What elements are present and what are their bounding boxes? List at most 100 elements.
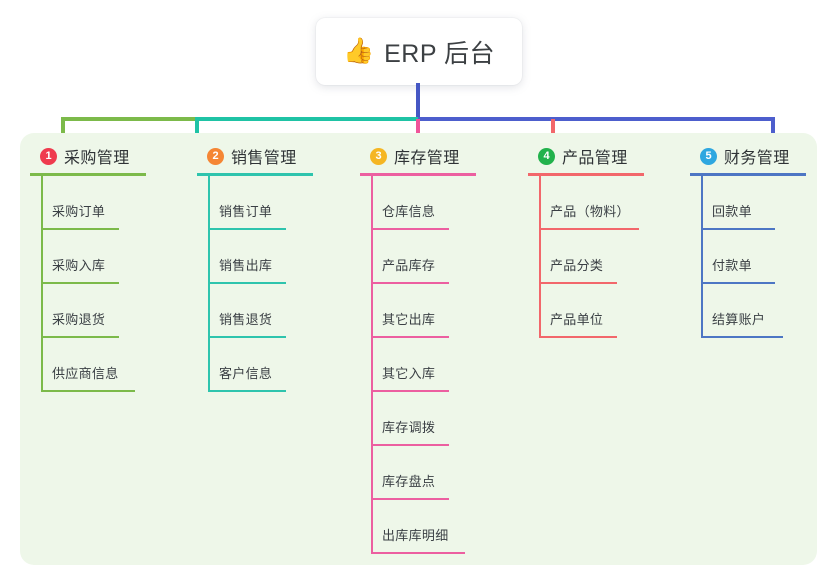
leaf-label: 产品分类 bbox=[550, 258, 604, 273]
leaf-item[interactable]: 其它入库 bbox=[360, 338, 476, 392]
branch-trunk-purchase-management bbox=[41, 176, 43, 392]
leaf-item[interactable]: 客户信息 bbox=[197, 338, 313, 392]
leaf-item[interactable]: 库存调拨 bbox=[360, 392, 476, 446]
thumbs-up-icon: 👍 bbox=[342, 37, 375, 65]
column-title-sales-management: 销售管理 bbox=[231, 150, 297, 167]
leaf-label: 仓库信息 bbox=[382, 204, 436, 219]
leaf-item[interactable]: 销售退货 bbox=[197, 284, 313, 338]
leaf-item[interactable]: 销售出库 bbox=[197, 230, 313, 284]
leaf-item[interactable]: 产品单位 bbox=[528, 284, 644, 338]
column-header-product-management[interactable]: 4 产品管理 bbox=[528, 143, 644, 169]
leaf-item[interactable]: 采购订单 bbox=[30, 176, 146, 230]
leaf-label: 产品库存 bbox=[382, 258, 436, 273]
branch-trunk-inventory-management bbox=[371, 176, 373, 554]
column-finance-management: 5 财务管理回款单付款单结算账户 bbox=[690, 143, 806, 338]
column-inventory-management: 3 库存管理仓库信息产品库存其它出库其它入库库存调拨库存盘点出库库明细 bbox=[360, 143, 476, 554]
branch-panel bbox=[20, 133, 817, 565]
leaf-item[interactable]: 产品分类 bbox=[528, 230, 644, 284]
leaf-rule bbox=[41, 228, 119, 230]
leaf-rule bbox=[371, 228, 449, 230]
leaf-label: 供应商信息 bbox=[52, 366, 119, 381]
leaf-rule bbox=[539, 336, 617, 338]
column-rule-finance-management bbox=[690, 173, 806, 176]
drop-product bbox=[551, 119, 555, 144]
leaf-rule bbox=[371, 390, 449, 392]
leaf-rule bbox=[371, 282, 449, 284]
leaf-rule bbox=[701, 282, 775, 284]
leaf-rule bbox=[208, 390, 286, 392]
leaf-rule bbox=[701, 336, 783, 338]
leaf-label: 出库库明细 bbox=[382, 528, 449, 543]
branch-purchase-management: 采购订单采购入库采购退货供应商信息 bbox=[30, 176, 146, 392]
leaf-label: 产品单位 bbox=[550, 312, 604, 327]
column-badge-inventory-management: 3 bbox=[370, 147, 387, 165]
leaf-item[interactable]: 仓库信息 bbox=[360, 176, 476, 230]
leaf-item[interactable]: 其它出库 bbox=[360, 284, 476, 338]
column-rule-inventory-management bbox=[360, 173, 476, 176]
leaf-rule bbox=[539, 228, 639, 230]
leaf-rule bbox=[208, 228, 286, 230]
drop-finance bbox=[771, 119, 775, 144]
column-title-finance-management: 财务管理 bbox=[724, 150, 790, 167]
branch-inventory-management: 仓库信息产品库存其它出库其它入库库存调拨库存盘点出库库明细 bbox=[360, 176, 476, 554]
leaf-item[interactable]: 产品（物料） bbox=[528, 176, 644, 230]
leaf-label: 采购退货 bbox=[52, 312, 106, 327]
segment-green bbox=[61, 117, 195, 121]
leaf-item[interactable]: 销售订单 bbox=[197, 176, 313, 230]
column-badge-finance-management: 5 bbox=[700, 147, 717, 165]
drop-sales bbox=[195, 119, 199, 144]
leaf-rule bbox=[539, 282, 617, 284]
column-title-purchase-management: 采购管理 bbox=[64, 150, 130, 167]
column-header-sales-management[interactable]: 2 销售管理 bbox=[197, 143, 313, 169]
segment-teal bbox=[195, 117, 418, 121]
column-rule-product-management bbox=[528, 173, 644, 176]
leaf-item[interactable]: 产品库存 bbox=[360, 230, 476, 284]
leaf-rule bbox=[41, 390, 135, 392]
column-title-inventory-management: 库存管理 bbox=[394, 150, 460, 167]
column-header-inventory-management[interactable]: 3 库存管理 bbox=[360, 143, 476, 169]
column-purchase-management: 1 采购管理采购订单采购入库采购退货供应商信息 bbox=[30, 143, 146, 392]
drop-purchase bbox=[61, 119, 65, 144]
column-badge-purchase-management: 1 bbox=[40, 147, 57, 165]
leaf-item[interactable]: 采购退货 bbox=[30, 284, 146, 338]
leaf-item[interactable]: 库存盘点 bbox=[360, 446, 476, 500]
column-header-finance-management[interactable]: 5 财务管理 bbox=[690, 143, 806, 169]
leaf-label: 其它入库 bbox=[382, 366, 436, 381]
leaf-label: 产品（物料） bbox=[550, 204, 630, 219]
root-node-card[interactable]: 👍 ERP 后台 bbox=[316, 18, 522, 85]
leaf-item[interactable]: 出库库明细 bbox=[360, 500, 476, 554]
leaf-label: 采购入库 bbox=[52, 258, 106, 273]
leaf-label: 客户信息 bbox=[219, 366, 273, 381]
column-badge-product-management: 4 bbox=[538, 147, 555, 165]
branch-sales-management: 销售订单销售出库销售退货客户信息 bbox=[197, 176, 313, 392]
leaf-item[interactable]: 采购入库 bbox=[30, 230, 146, 284]
column-product-management: 4 产品管理产品（物料） 产品分类产品单位 bbox=[528, 143, 644, 338]
leaf-label: 采购订单 bbox=[52, 204, 106, 219]
column-badge-sales-management: 2 bbox=[207, 147, 224, 165]
leaf-rule bbox=[41, 282, 119, 284]
leaf-rule bbox=[371, 444, 449, 446]
leaf-item[interactable]: 结算账户 bbox=[690, 284, 806, 338]
leaf-label: 销售订单 bbox=[219, 204, 273, 219]
drop-inventory bbox=[416, 119, 420, 144]
leaf-item[interactable]: 付款单 bbox=[690, 230, 806, 284]
leaf-label: 库存盘点 bbox=[382, 474, 436, 489]
root-stem-upper bbox=[416, 83, 420, 121]
leaf-label: 结算账户 bbox=[712, 312, 766, 327]
branch-product-management: 产品（物料） 产品分类产品单位 bbox=[528, 176, 644, 338]
leaf-rule bbox=[208, 336, 286, 338]
column-title-product-management: 产品管理 bbox=[562, 150, 628, 167]
leaf-item[interactable]: 回款单 bbox=[690, 176, 806, 230]
column-rule-sales-management bbox=[197, 173, 313, 176]
leaf-item[interactable]: 供应商信息 bbox=[30, 338, 146, 392]
leaf-rule bbox=[371, 498, 449, 500]
segment-indigo bbox=[418, 117, 775, 121]
root-node-title: ERP 后台 bbox=[384, 39, 496, 68]
leaf-label: 库存调拨 bbox=[382, 420, 436, 435]
leaf-rule bbox=[208, 282, 286, 284]
leaf-label: 其它出库 bbox=[382, 312, 436, 327]
column-header-purchase-management[interactable]: 1 采购管理 bbox=[30, 143, 146, 169]
leaf-label: 销售退货 bbox=[219, 312, 273, 327]
leaf-label: 销售出库 bbox=[219, 258, 273, 273]
